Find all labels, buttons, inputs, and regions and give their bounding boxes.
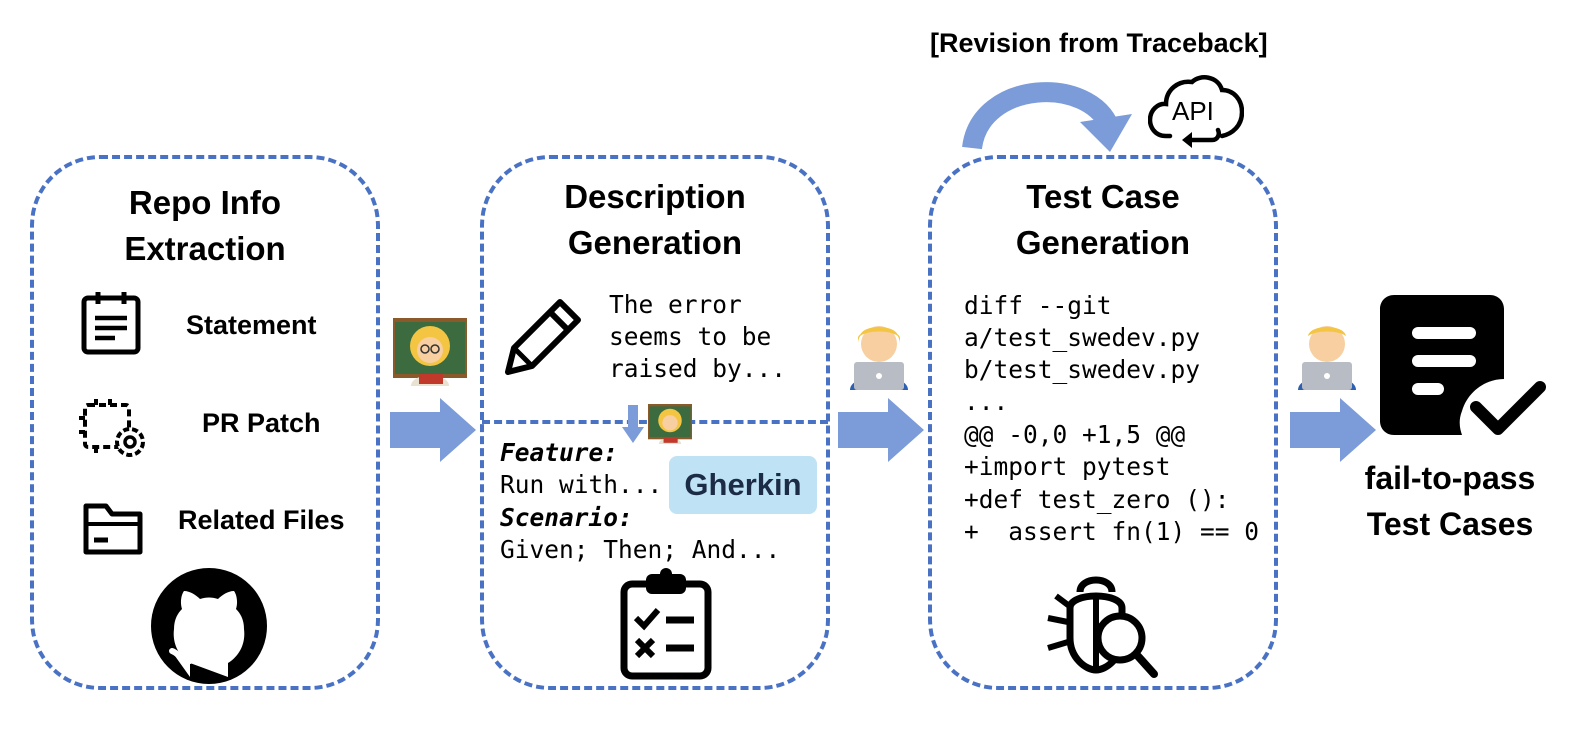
output-label: fail-to-pass Test Cases (1364, 460, 1536, 542)
developer-emoji-icon-2 (1294, 318, 1360, 390)
feature-text: Run with... (500, 470, 663, 499)
clipboard-list-icon (80, 290, 144, 356)
folder-icon (82, 500, 146, 556)
revision-label: [Revision from Traceback] (930, 28, 1268, 58)
flow-arrow-3 (1290, 398, 1376, 462)
checklist-clipboard-icon (620, 568, 712, 680)
code-line-5: @@ -0,0 +1,5 @@ (964, 420, 1186, 449)
panel-title-repo-info: Repo Info Extraction (124, 184, 286, 267)
github-icon (150, 567, 268, 685)
scenario-label: Scenario: (500, 503, 633, 532)
api-text: API (1172, 96, 1214, 126)
quote-line-2: seems to be (609, 322, 772, 351)
code-line-1: diff --git (964, 291, 1112, 320)
code-line-7: +def test_zero (): (964, 485, 1230, 514)
item-statement: Statement (186, 310, 317, 340)
code-line-6: +import pytest (964, 452, 1171, 481)
teacher-emoji-small-icon (648, 404, 692, 444)
panel-title-description: Description Generation (564, 178, 746, 261)
developer-emoji-icon (846, 318, 912, 390)
flow-arrow-1 (390, 398, 476, 462)
api-cloud-icon: API (1148, 70, 1244, 150)
panel-repo-info (30, 155, 380, 690)
panel-title-test-case: Test Case Generation (1015, 178, 1191, 261)
gherkin-badge: Gherkin (669, 456, 817, 514)
code-line-4: ... (964, 387, 1009, 416)
bug-search-icon (1046, 568, 1158, 680)
item-pr-patch: PR Patch (202, 408, 321, 438)
item-related-files: Related Files (178, 505, 345, 535)
feature-label: Feature: (500, 438, 619, 467)
scenario-text: Given; Then; And... (500, 535, 781, 564)
quote-line-3: raised by... (609, 354, 787, 383)
flow-arrow-2 (838, 398, 924, 462)
code-line-2: a/test_swedev.py (964, 323, 1201, 352)
quote-line-1: The error (609, 290, 742, 319)
code-line-3: b/test_swedev.py (964, 355, 1201, 384)
code-line-8: + assert fn(1) == 0 (964, 517, 1260, 546)
document-check-icon (1380, 295, 1546, 445)
down-arrow-small (622, 405, 644, 443)
chip-gear-icon (78, 398, 150, 460)
teacher-emoji-icon (393, 318, 467, 386)
revision-loop-arrow (962, 82, 1132, 152)
pencil-icon (500, 296, 584, 380)
panel-test-case (928, 155, 1278, 690)
